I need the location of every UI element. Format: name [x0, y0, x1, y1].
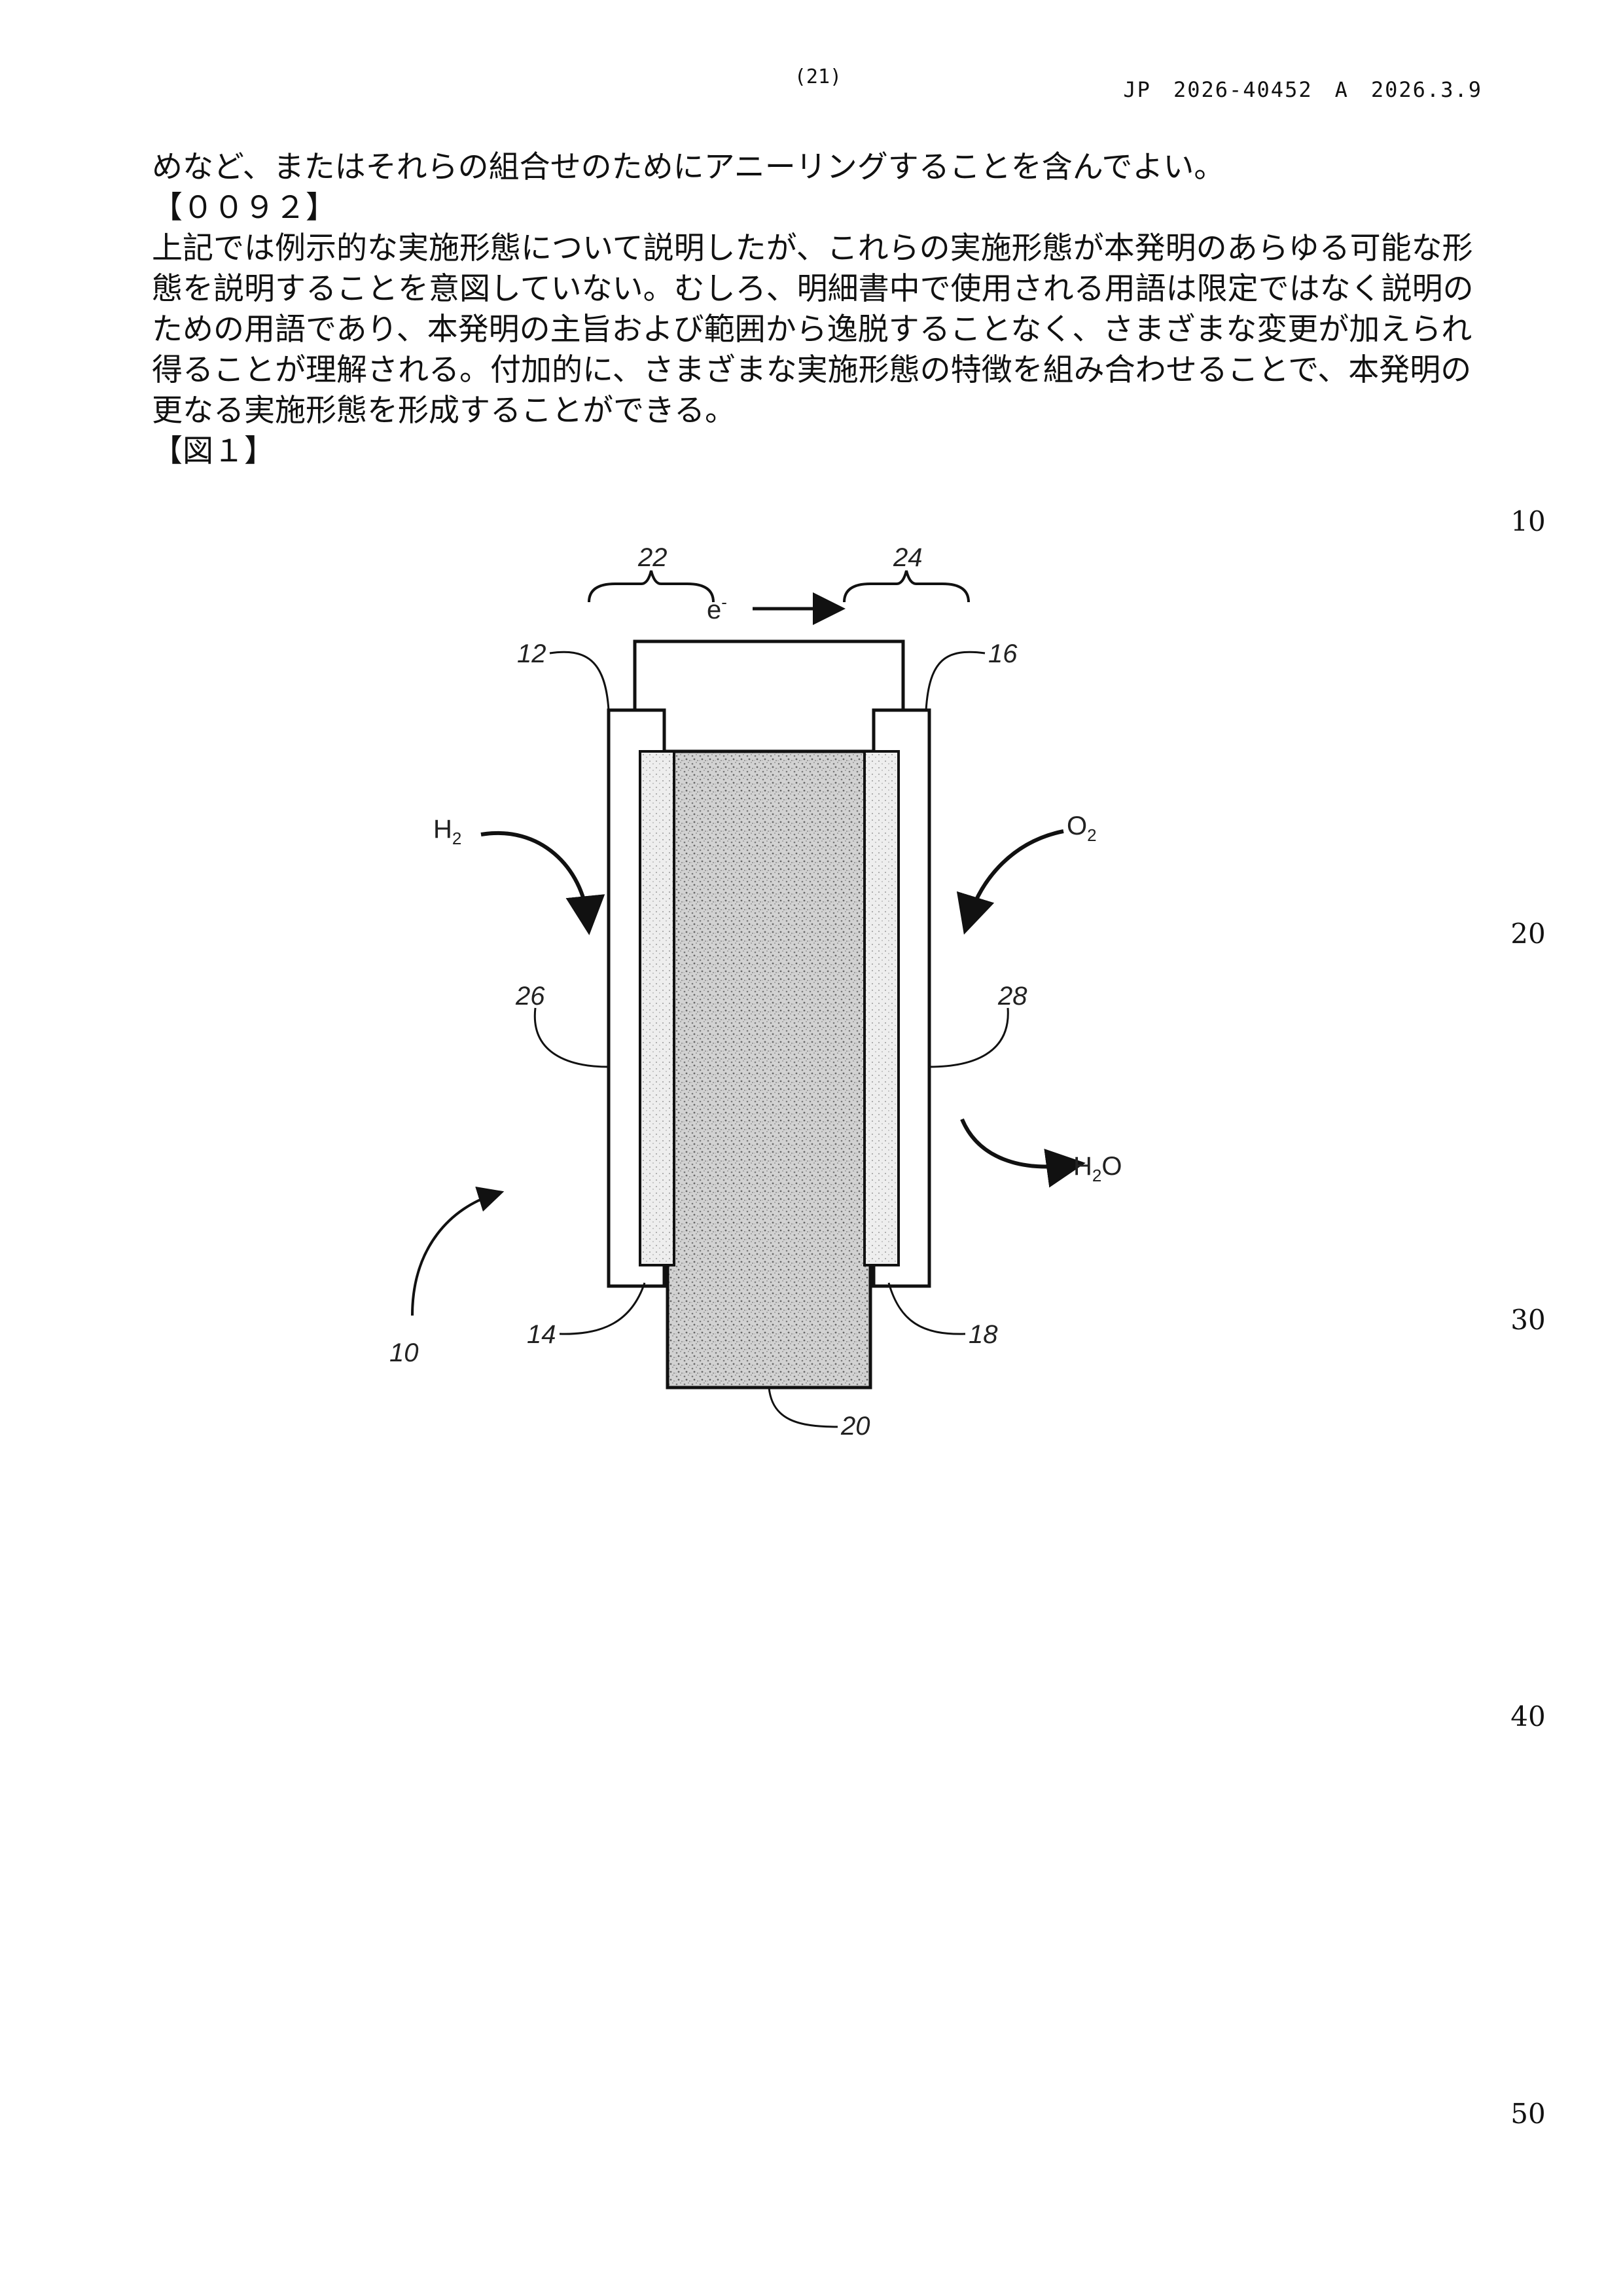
- leader-12: [550, 652, 609, 710]
- brace-22: [589, 571, 713, 602]
- label-18: 18: [969, 1320, 998, 1349]
- label-24: 24: [893, 543, 923, 572]
- leader-20: [769, 1388, 838, 1427]
- h2o-flow-arrow: [962, 1119, 1070, 1166]
- label-22: 22: [637, 543, 668, 572]
- text-line: めなど、またはそれらの組合せのためにアニーリングすることを含んでよい。: [152, 147, 1474, 188]
- leader-18: [889, 1283, 965, 1334]
- line-number: 50: [1499, 2098, 1558, 2130]
- paragraph-number: 【００９２】: [152, 188, 1474, 228]
- circuit-wire: [635, 641, 903, 710]
- label-12: 12: [517, 639, 546, 668]
- leader-28: [929, 1008, 1008, 1067]
- o2-flow-arrow: [969, 831, 1063, 920]
- line-number: 30: [1499, 1304, 1558, 1336]
- electron-label: e-: [707, 592, 727, 624]
- label-28: 28: [997, 982, 1027, 1011]
- publication-number: JP 2026-40452 A 2026.3.9: [1123, 73, 1482, 103]
- figure-caption: 【図１】: [152, 431, 1474, 472]
- h2o-label: H2O: [1073, 1152, 1122, 1185]
- fuel-cell-figure: 22 24 12 16 26 28 14 18 20 10 e- H2 O2 H…: [353, 511, 1204, 1505]
- line-number: 20: [1499, 918, 1558, 950]
- label-20: 20: [840, 1412, 870, 1441]
- label-10: 10: [389, 1338, 419, 1367]
- leader-16: [926, 652, 985, 710]
- leader-26: [535, 1008, 609, 1067]
- cathode-catalyst: [865, 751, 899, 1265]
- anode-catalyst: [640, 751, 674, 1265]
- h2-label: H2: [433, 815, 461, 848]
- paragraph: 上記では例示的な実施形態について説明したが、これらの実施形態が本発明のあらゆる可…: [152, 228, 1474, 431]
- label-14: 14: [527, 1320, 556, 1349]
- body-text: めなど、またはそれらの組合せのためにアニーリングすることを含んでよい。 【００９…: [152, 147, 1474, 472]
- line-number: 40: [1499, 1700, 1558, 1732]
- line-number: 10: [1499, 505, 1558, 537]
- h2-flow-arrow: [481, 833, 588, 920]
- leader-14: [560, 1283, 645, 1334]
- label-16: 16: [988, 639, 1018, 668]
- brace-24: [844, 571, 969, 602]
- page-number: (21): [753, 65, 883, 88]
- electrolyte: [668, 751, 870, 1388]
- o2-label: O2: [1067, 812, 1097, 845]
- assembly-arrow: [412, 1194, 494, 1316]
- label-26: 26: [515, 982, 545, 1011]
